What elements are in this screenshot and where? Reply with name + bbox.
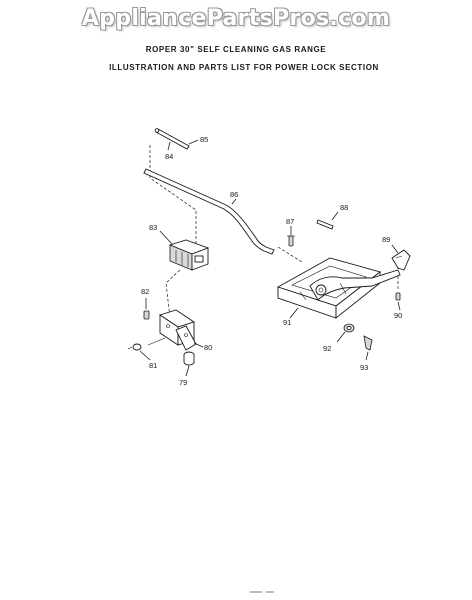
callout-84: 84 <box>165 152 173 161</box>
callout-85: 85 <box>200 135 208 144</box>
leader-79 <box>185 365 190 377</box>
callout-79: 79 <box>179 378 187 387</box>
leader-84 <box>167 141 171 151</box>
part-83-switch <box>168 239 210 271</box>
part-92-nut <box>343 323 355 333</box>
leader-81 <box>139 350 151 361</box>
diagram-subtitle: ILLUSTRATION AND PARTS LIST FOR POWER LO… <box>109 63 379 72</box>
leader-83 <box>159 230 173 245</box>
part-86-long-rod <box>143 168 275 255</box>
assembly-line-lower <box>165 269 181 319</box>
part-88-pin <box>316 219 334 230</box>
leader-90 <box>397 301 401 311</box>
part-79-spacer <box>183 351 195 366</box>
callout-88: 88 <box>340 203 348 212</box>
part-90-screw <box>395 292 401 301</box>
callout-80: 80 <box>204 343 212 352</box>
part-91-lock-plate <box>276 257 401 319</box>
callout-89: 89 <box>382 235 390 244</box>
assembly-line-87 <box>277 246 303 263</box>
part-87-screw <box>287 235 295 247</box>
leader-92 <box>336 331 346 343</box>
part-93-screw <box>363 335 373 351</box>
leader-88 <box>331 211 339 221</box>
callout-90: 90 <box>394 311 402 320</box>
part-89-handle <box>391 249 411 271</box>
part-82-screw <box>143 310 150 320</box>
leader-85 <box>188 139 199 145</box>
callout-86: 86 <box>230 190 238 199</box>
callout-92: 92 <box>323 344 331 353</box>
part-85-rod <box>154 128 190 150</box>
callout-93: 93 <box>360 363 368 372</box>
callout-91: 91 <box>283 318 291 327</box>
callout-81: 81 <box>149 361 157 370</box>
part-81-clip <box>127 343 142 351</box>
callout-82: 82 <box>141 287 149 296</box>
leader-91 <box>289 307 299 319</box>
callout-83: 83 <box>149 223 157 232</box>
leader-89 <box>391 244 399 254</box>
assembly-line-upper <box>149 145 197 248</box>
diagram-title: ROPER 30" SELF CLEANING GAS RANGE <box>145 45 327 54</box>
callout-87: 87 <box>286 217 294 226</box>
leader-93 <box>365 351 369 361</box>
site-watermark: AppliancePartsPros.com <box>81 6 391 31</box>
part-80-bracket <box>147 309 197 351</box>
leader-86 <box>231 198 237 205</box>
leader-80 <box>193 342 204 348</box>
